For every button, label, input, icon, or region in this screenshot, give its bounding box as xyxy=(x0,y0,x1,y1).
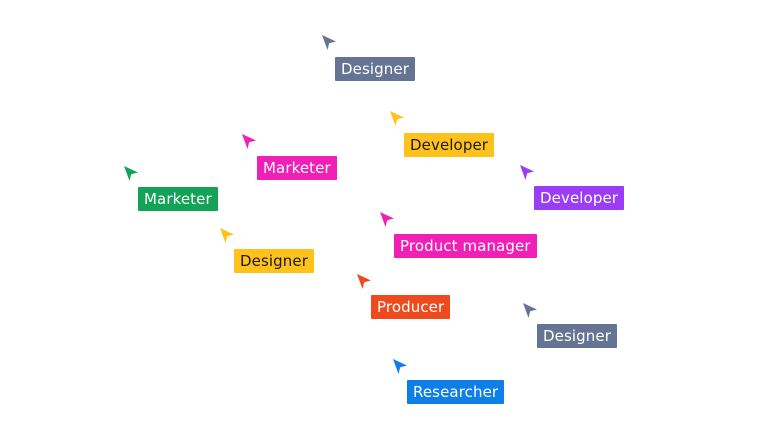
cursor-name-tag: Marketer xyxy=(138,187,218,211)
cursor-arrow-icon xyxy=(520,165,534,180)
cursor-name-tag: Designer xyxy=(537,324,617,348)
cursor-name-tag: Designer xyxy=(335,57,415,81)
cursor-name-tag: Producer xyxy=(371,295,451,319)
cursor-arrow-icon xyxy=(357,274,371,289)
cursor-name-tag: Developer xyxy=(404,133,495,157)
cursor-arrow-icon xyxy=(124,166,138,181)
cursor-name-tag: Developer xyxy=(534,186,625,210)
cursor-arrow-icon xyxy=(220,228,234,243)
cursor-name-tag: Researcher xyxy=(407,380,505,404)
cursor-name-tag: Product manager xyxy=(394,234,537,258)
cursor-name-tag: Designer xyxy=(234,249,314,273)
cursor-arrow-icon xyxy=(242,134,256,149)
cursor-name-tag: Marketer xyxy=(257,156,337,180)
cursor-arrow-icon xyxy=(393,359,407,374)
cursor-arrow-icon xyxy=(523,303,537,318)
cursor-arrow-icon xyxy=(390,111,404,126)
cursor-arrow-icon xyxy=(322,35,336,50)
cursor-arrow-icon xyxy=(380,212,394,227)
